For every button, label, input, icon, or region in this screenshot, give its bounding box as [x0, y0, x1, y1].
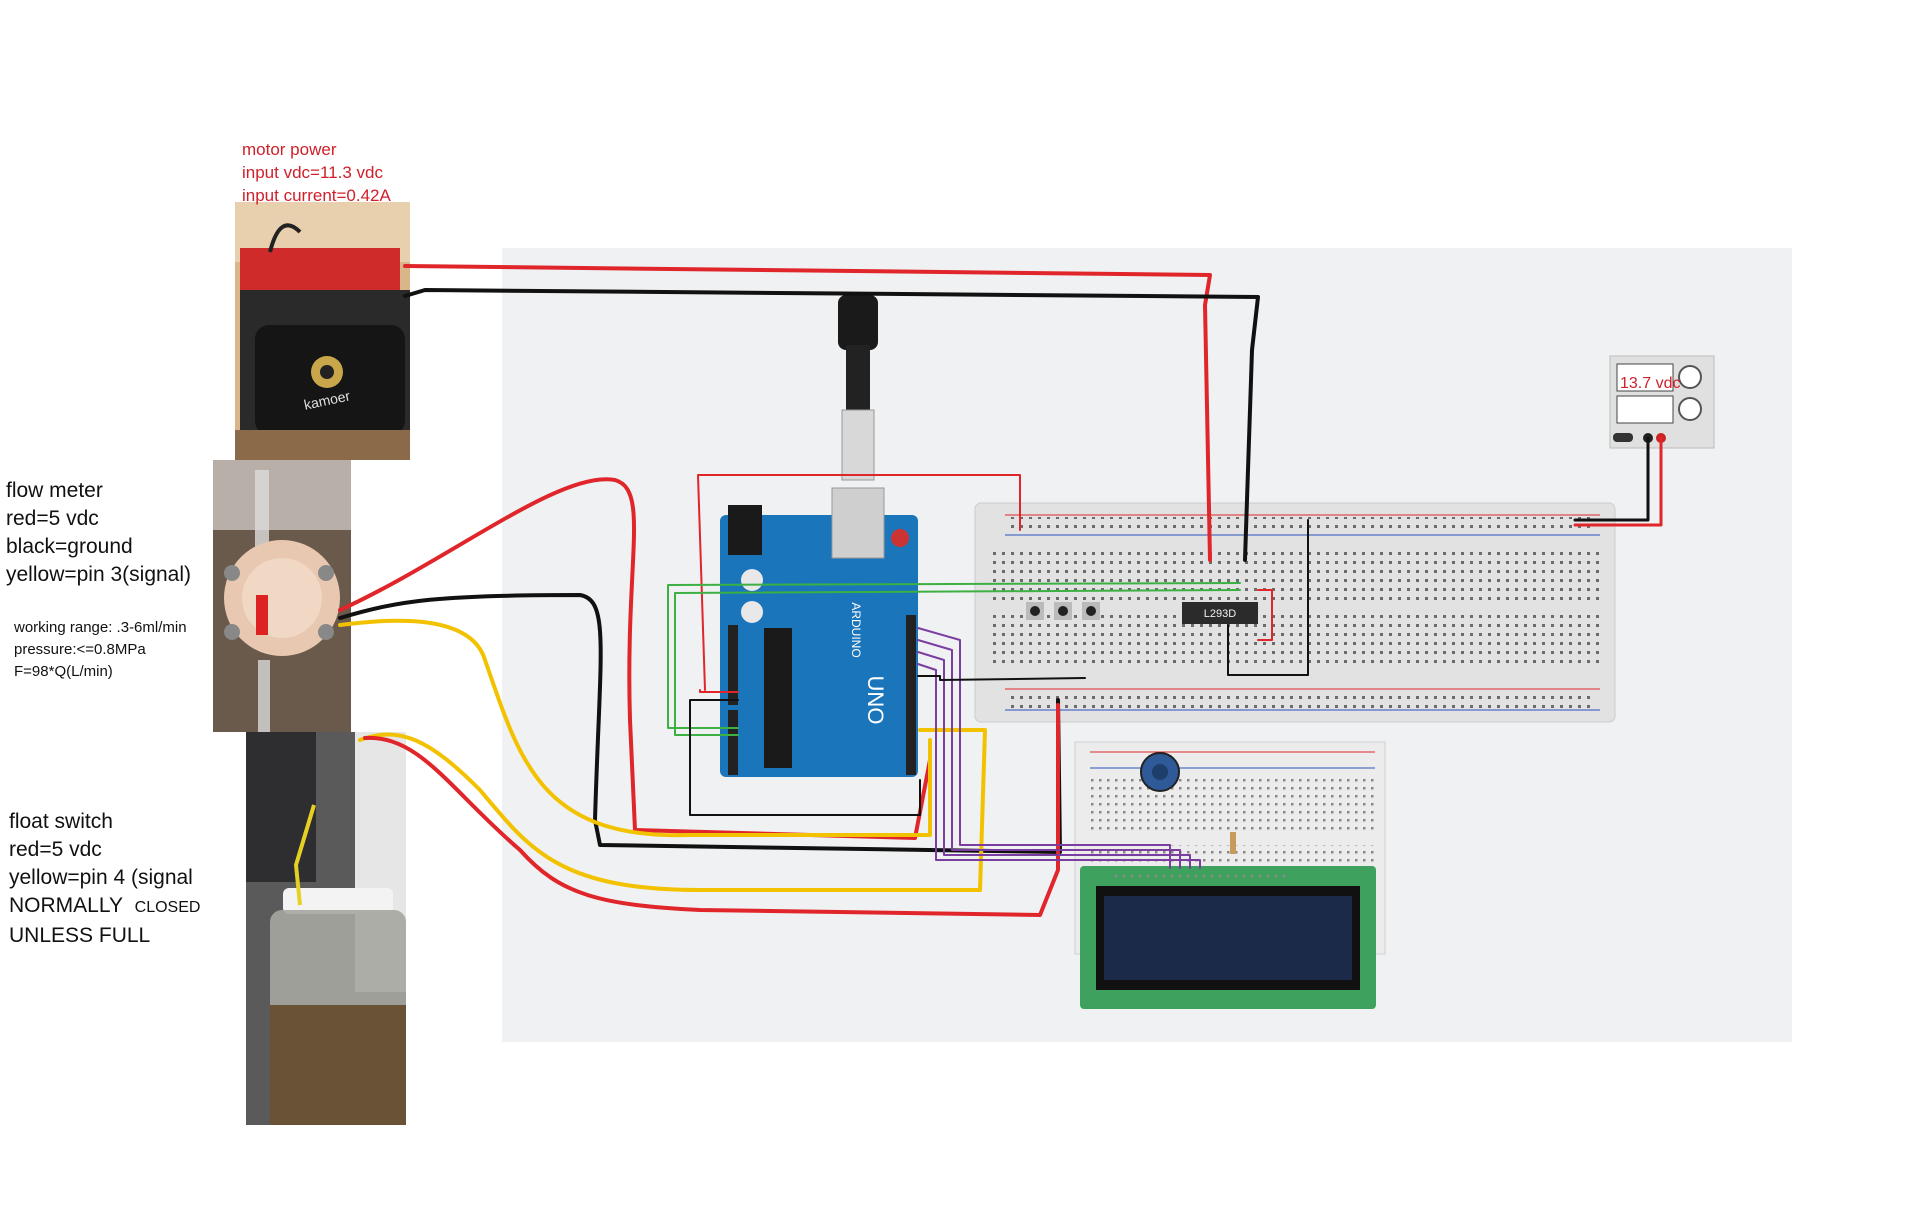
flow-yellow-wire [338, 618, 932, 838]
chip-red-wire [1257, 589, 1273, 641]
power-supply [1609, 355, 1715, 449]
psu-black-wire [1573, 436, 1650, 522]
lcd-display [1080, 866, 1376, 1009]
arduino-gnd-black-wire [689, 699, 921, 816]
green-wire-1 [667, 582, 1241, 729]
arduino-uno: ARDUINO UNO [720, 295, 918, 777]
flow-formula: F=98*Q(L/min) [14, 663, 113, 680]
psu-readout: 13.7 vdc [1620, 375, 1681, 392]
wires [338, 264, 1663, 917]
motor-power-voltage: input vdc=11.3 vdc [242, 163, 383, 182]
flow-black-wire [338, 593, 1062, 854]
main-breadboard [974, 502, 1616, 723]
float-switch-normally: NORMALLY [9, 894, 123, 917]
arduino-brand: ARDUINO [849, 602, 863, 657]
flow-meter-photo [213, 460, 351, 732]
flow-meter-yellow: yellow=pin 3(signal) [6, 563, 192, 586]
purple-wire-1 [917, 627, 1171, 869]
flow-meter-black: black=ground [6, 535, 133, 558]
motor-red-wire [403, 264, 1212, 562]
float-yellow-wire [358, 728, 987, 892]
float-red-wire [363, 703, 1060, 917]
float-switch-photo [246, 732, 406, 1125]
l293d-chip: L293D [1182, 602, 1258, 624]
purple-wire-4 [917, 663, 1201, 869]
float-switch-note: float switch red=5 vdc yellow=pin 4 (sig… [9, 808, 200, 950]
gnd-black-wire [917, 675, 1086, 681]
green-wire-2 [674, 589, 1241, 736]
flow-pressure: pressure:<=0.8MPa [14, 641, 146, 658]
l293d-label: L293D [1204, 608, 1236, 620]
chip-black-wire [1227, 519, 1309, 676]
arduino-model: UNO [863, 676, 888, 725]
float-switch-closed: CLOSED [134, 899, 201, 916]
motor-power-note: motor power input vdc=11.3 vdc input cur… [242, 138, 391, 207]
flow-working-range: working range: .3-6ml/min [14, 619, 187, 636]
float-switch-unless: UNLESS FULL [9, 924, 151, 947]
psu-red-wire [1573, 436, 1663, 527]
flow-meter-title: flow meter [6, 479, 103, 502]
motor-power-title: motor power [242, 140, 337, 159]
float-switch-normally-line: NORMALLY CLOSED [9, 892, 200, 922]
flow-red-wire [338, 477, 932, 840]
float-switch-yellow: yellow=pin 4 (signal [9, 866, 193, 889]
float-switch-red: red=5 vdc [9, 838, 102, 861]
arduino-5v-red-wire [697, 474, 1021, 691]
motor-black-wire [403, 288, 1260, 562]
motor-photo: kamoer [235, 202, 410, 460]
flow-meter-red: red=5 vdc [6, 507, 99, 530]
motor-power-current: input current=0.42A [242, 186, 391, 205]
flow-meter-specs: working range: .3-6ml/min pressure:<=0.8… [14, 617, 187, 683]
flow-meter-note: flow meter red=5 vdc black=ground yellow… [6, 477, 191, 589]
float-switch-title: float switch [9, 810, 113, 833]
arduino-red-wire [699, 689, 739, 693]
